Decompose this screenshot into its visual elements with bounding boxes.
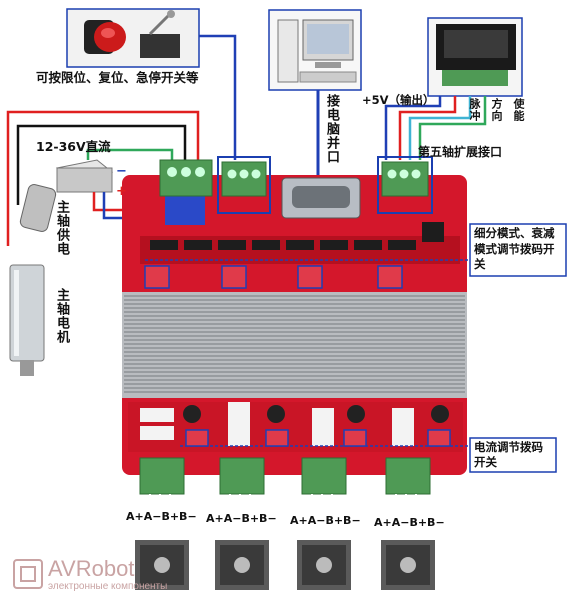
- spindle-motor-icon: [9, 264, 45, 376]
- microstep-dip-switches: [144, 265, 403, 289]
- terminal-block-limit: [221, 161, 267, 197]
- chip-logo-icon: [13, 559, 43, 589]
- ic-chips: [150, 222, 444, 250]
- label-pulse: 脉冲: [468, 98, 481, 122]
- db25-parallel-port: [281, 177, 361, 219]
- motor-wires: [149, 494, 417, 540]
- relay: [165, 195, 205, 225]
- label-direction: 方向: [490, 98, 503, 122]
- stepper-motor-icon: [215, 540, 269, 590]
- microstep-label-box: [469, 223, 567, 277]
- current-label-box: [469, 437, 557, 473]
- label-limit-switches: 可按限位、复位、急停开关等: [36, 70, 199, 85]
- terminal-box-fifth-axis: [377, 156, 433, 214]
- label-motor-terminal-4: A+A−B+B−: [374, 516, 445, 529]
- terminal-block-fifth-axis: [381, 161, 429, 197]
- stepper-motors: [135, 540, 435, 590]
- terminal-box-limit: [217, 156, 271, 214]
- label-minus: −: [116, 164, 127, 179]
- power-supply-icon: [55, 159, 114, 193]
- computer-icon: [277, 19, 357, 83]
- label-enable: 使能: [512, 98, 525, 122]
- current-components: [128, 402, 463, 452]
- terminal-block-power: [159, 159, 213, 197]
- stepper-motor-icon: [135, 540, 189, 590]
- motor-terminal-blocks: [139, 457, 431, 495]
- heatsink: [122, 292, 467, 398]
- label-current-switch: 电流调节拨码开关: [474, 440, 543, 469]
- spindle-power-icon: [19, 184, 57, 232]
- watermark-sub: электронные компоненты: [48, 581, 168, 592]
- label-motor-terminal-2: A+A−B+B−: [206, 512, 277, 525]
- label-motor-terminal-3: A+A−B+B−: [290, 514, 361, 527]
- label-motor-terminal-1: A+A−B+B−: [126, 510, 197, 523]
- stepper-motor-icon: [381, 540, 435, 590]
- label-plus: +: [116, 184, 127, 199]
- label-microstep-switch: 细分模式、衰减模式调节拨码开关: [474, 226, 555, 271]
- label-spindle-motor: 主轴电机: [54, 288, 69, 344]
- estop-button-icon: [84, 20, 126, 54]
- label-fifth-axis: 第五轴扩展接口: [418, 145, 503, 159]
- stepper-driver-icon: [436, 24, 516, 86]
- label-plus5v-out: +5V（输出）: [362, 93, 435, 107]
- label-spindle-supply: 主轴供电: [54, 200, 69, 256]
- watermark-brand: AVRobot: [48, 556, 135, 581]
- label-pc-port: 接电脑并口: [324, 94, 339, 164]
- current-dip-switches: [185, 429, 451, 447]
- label-power-dc: 12-36V直流: [36, 139, 111, 154]
- limit-switch-icon: [140, 10, 180, 58]
- stepper-motor-icon: [297, 540, 351, 590]
